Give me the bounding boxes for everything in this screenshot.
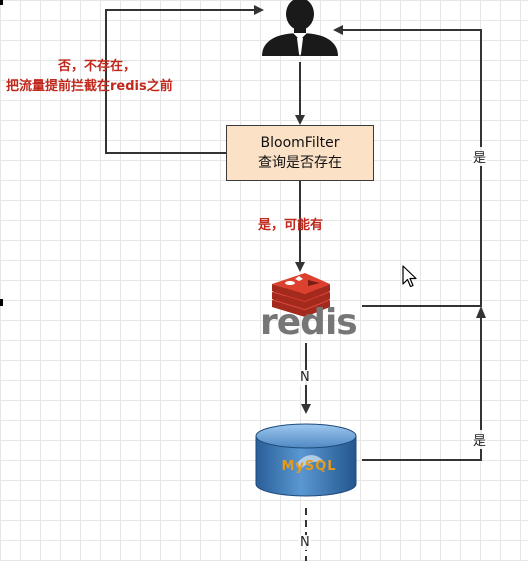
edge-user-to-bloomfilter-arrowhead <box>295 115 305 125</box>
user-icon <box>262 0 338 56</box>
label-maybe-exist: 是，可能有 <box>258 218 324 233</box>
label-yes-right-bottom: 是 <box>472 430 488 449</box>
edge-not-exist-return <box>105 9 254 154</box>
edge-marker-top <box>0 0 3 5</box>
label-not-exist-line1: 否，不存在， <box>58 59 137 74</box>
label-no-redis-to-mysql: N <box>299 370 311 385</box>
edge-redis-yes-arrowhead <box>333 25 343 35</box>
mouse-cursor-icon <box>402 265 417 288</box>
edge-mysql-yes-return <box>362 318 482 461</box>
bloomfilter-desc: 查询是否存在 <box>258 155 342 171</box>
label-not-exist-line2: 把流量提前拦截在redis之前 <box>6 79 173 94</box>
label-yes-right-top: 是 <box>472 147 488 166</box>
redis-logo-text: redis <box>260 302 358 343</box>
edge-redis-yes-return <box>343 29 482 307</box>
edge-marker-middle <box>0 299 3 306</box>
edge-mysql-yes-arrowhead <box>476 306 486 318</box>
mysql-database-icon <box>255 423 357 497</box>
edge-bloomfilter-to-redis-arrowhead <box>295 262 305 272</box>
bloomfilter-name: BloomFilter <box>260 135 340 151</box>
edge-not-exist-arrowhead <box>254 5 264 15</box>
mysql-logo-text: MySQL <box>281 459 337 474</box>
edge-redis-to-mysql-arrowhead <box>301 404 311 414</box>
redis-logo-icon <box>272 273 330 317</box>
label-no-mysql-down: N <box>299 535 311 550</box>
bloomfilter-box: BloomFilter 查询是否存在 <box>226 125 374 181</box>
